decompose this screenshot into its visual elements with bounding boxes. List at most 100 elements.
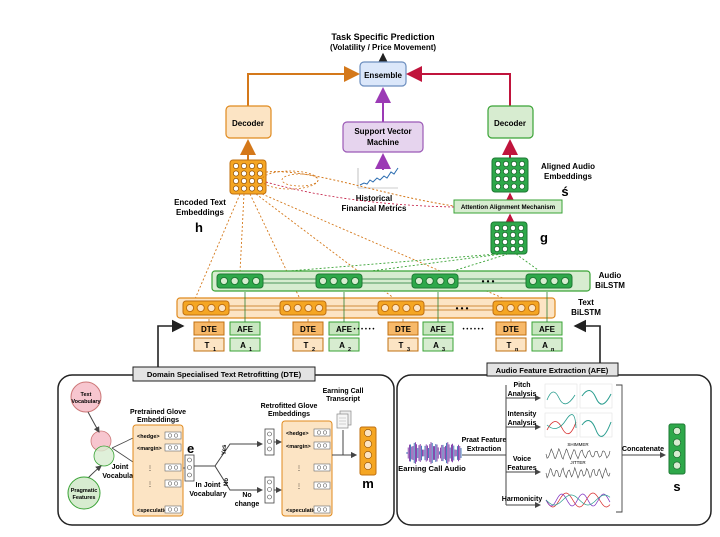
embedding-dot: [518, 239, 524, 245]
bilstm-cell: [492, 300, 540, 316]
svg-text:Support Vector: Support Vector: [354, 127, 411, 136]
vector-dot: [267, 446, 272, 452]
input-token-label: T: [399, 341, 404, 350]
jitter-label: JITTER: [570, 460, 586, 465]
encoded-label-2: Embeddings: [176, 208, 225, 217]
svg-text:Audio Feature Extraction (AFE): Audio Feature Extraction (AFE): [496, 366, 609, 375]
token-vector-dot: [322, 483, 328, 488]
historical-label-2: Financial Metrics: [342, 204, 407, 213]
intensity-label-1: Intensity: [508, 411, 537, 418]
bilstm-cell: [411, 273, 459, 289]
bilstm-cell: [182, 300, 230, 316]
audio-bilstm-dots: • • •: [482, 277, 495, 286]
bilstm-unit: [318, 276, 328, 286]
bilstm-unit: [219, 276, 229, 286]
intensity-plots: [544, 412, 613, 438]
embedding-dot: [249, 170, 255, 177]
input-afe-label: AFE: [539, 325, 556, 334]
decoder-left: Decoder: [225, 105, 272, 139]
embedding-dot: [518, 225, 524, 231]
bilstm-cell: [315, 273, 363, 289]
bilstm-unit: [425, 276, 434, 286]
input-token-label: T: [507, 341, 512, 350]
input-token-subscript: 2: [348, 347, 351, 353]
token-vector-dot: [167, 445, 173, 450]
pitch-label-2: Analysis: [508, 391, 537, 398]
encoded-text-embeddings: [229, 159, 267, 195]
token-vector-dot: [167, 433, 173, 438]
retrofitted-label-2: Embeddings: [268, 411, 310, 418]
bilstm-unit: [561, 276, 570, 286]
input-token-box: [422, 337, 454, 352]
encoded-label-1: Encoded Text: [174, 198, 226, 207]
shimmer-label: SHIMMER: [567, 442, 589, 447]
token-vector-dot: [173, 445, 179, 450]
retrofitted-token-rows: <hedge><margin>⋮⋮<speculation>: [286, 428, 331, 514]
token-vector: [313, 441, 331, 450]
token-vector-dot: [173, 433, 179, 438]
input-token-label: T: [304, 341, 309, 350]
embedding-dot: [511, 183, 517, 190]
svg-text:Pragmatic: Pragmatic: [71, 488, 98, 494]
m-symbol: m: [362, 476, 374, 491]
bilstm-cell: [216, 273, 264, 289]
harmonicity-plot: [545, 492, 611, 508]
input-token-box: [531, 337, 563, 352]
pretrained-label-2: Embeddings: [137, 417, 179, 424]
vector-dot: [267, 439, 272, 444]
token-vector: [313, 481, 331, 490]
audio-waveform-icon: [406, 442, 462, 464]
embedding-dot: [249, 185, 255, 192]
voice-plots: SHIMMER JITTER: [545, 442, 611, 480]
joint-vocab-venn: [90, 430, 115, 467]
vector-dot: [364, 429, 372, 437]
historical-chart-icon: [357, 167, 399, 189]
input-dte-label: DTE: [300, 325, 317, 334]
bilstm-cell: [279, 300, 327, 316]
embedding-dot: [494, 239, 500, 245]
embedding-dot: [502, 225, 508, 231]
yes-label: Yes: [222, 444, 228, 455]
embedding-dot: [510, 232, 516, 238]
input-token-box: [193, 337, 225, 352]
e-symbol: e: [187, 441, 194, 456]
token-label: <margin>: [137, 446, 162, 452]
bilstm-unit: [528, 303, 537, 313]
bilstm-unit: [340, 276, 349, 286]
input-afe-label: AFE: [336, 325, 353, 334]
vector-dot: [364, 451, 372, 459]
retrofitted-label-1: Retrofitted Glove: [261, 403, 318, 410]
historical-label-1: Historical: [356, 194, 392, 203]
input-afe-label: AFE: [430, 325, 447, 334]
token-label: <margin>: [286, 444, 311, 450]
embedding-dot: [502, 246, 508, 252]
embedding-dot: [495, 168, 501, 175]
embedding-dot: [503, 168, 509, 175]
text-bilstm-cells: [182, 300, 540, 316]
embedding-dot: [519, 183, 525, 190]
embedding-dot: [495, 176, 501, 182]
embedding-dot: [241, 178, 247, 184]
input-token-subscript: n: [515, 347, 519, 353]
token-vector: [164, 505, 182, 514]
input-token-subscript: 1: [249, 347, 252, 353]
embedding-dot: [503, 176, 509, 182]
g-symbol: g: [540, 230, 548, 245]
input-dte-label: DTE: [201, 325, 218, 334]
embedding-dot: [519, 176, 525, 182]
bilstm-unit: [550, 276, 559, 286]
attention-alignment-box: Attention Alignment Mechanism: [453, 199, 563, 214]
token-vector: [313, 463, 331, 472]
embedding-dot: [510, 246, 516, 252]
input-dots-2: • • • • • •: [463, 327, 484, 333]
svg-text:Decoder: Decoder: [232, 119, 264, 128]
audio-bilstm-label-2: BiLSTM: [595, 281, 625, 290]
transcript-label-1: Earning Call: [323, 388, 364, 395]
text-bilstm-dots: • • •: [456, 304, 469, 313]
token-ellipsis: ⋮: [147, 482, 153, 488]
embedding-dot: [257, 170, 263, 177]
e-vector: [184, 454, 195, 482]
audio-bilstm-label-1: Audio: [599, 271, 622, 280]
svg-text:Features: Features: [73, 495, 96, 501]
